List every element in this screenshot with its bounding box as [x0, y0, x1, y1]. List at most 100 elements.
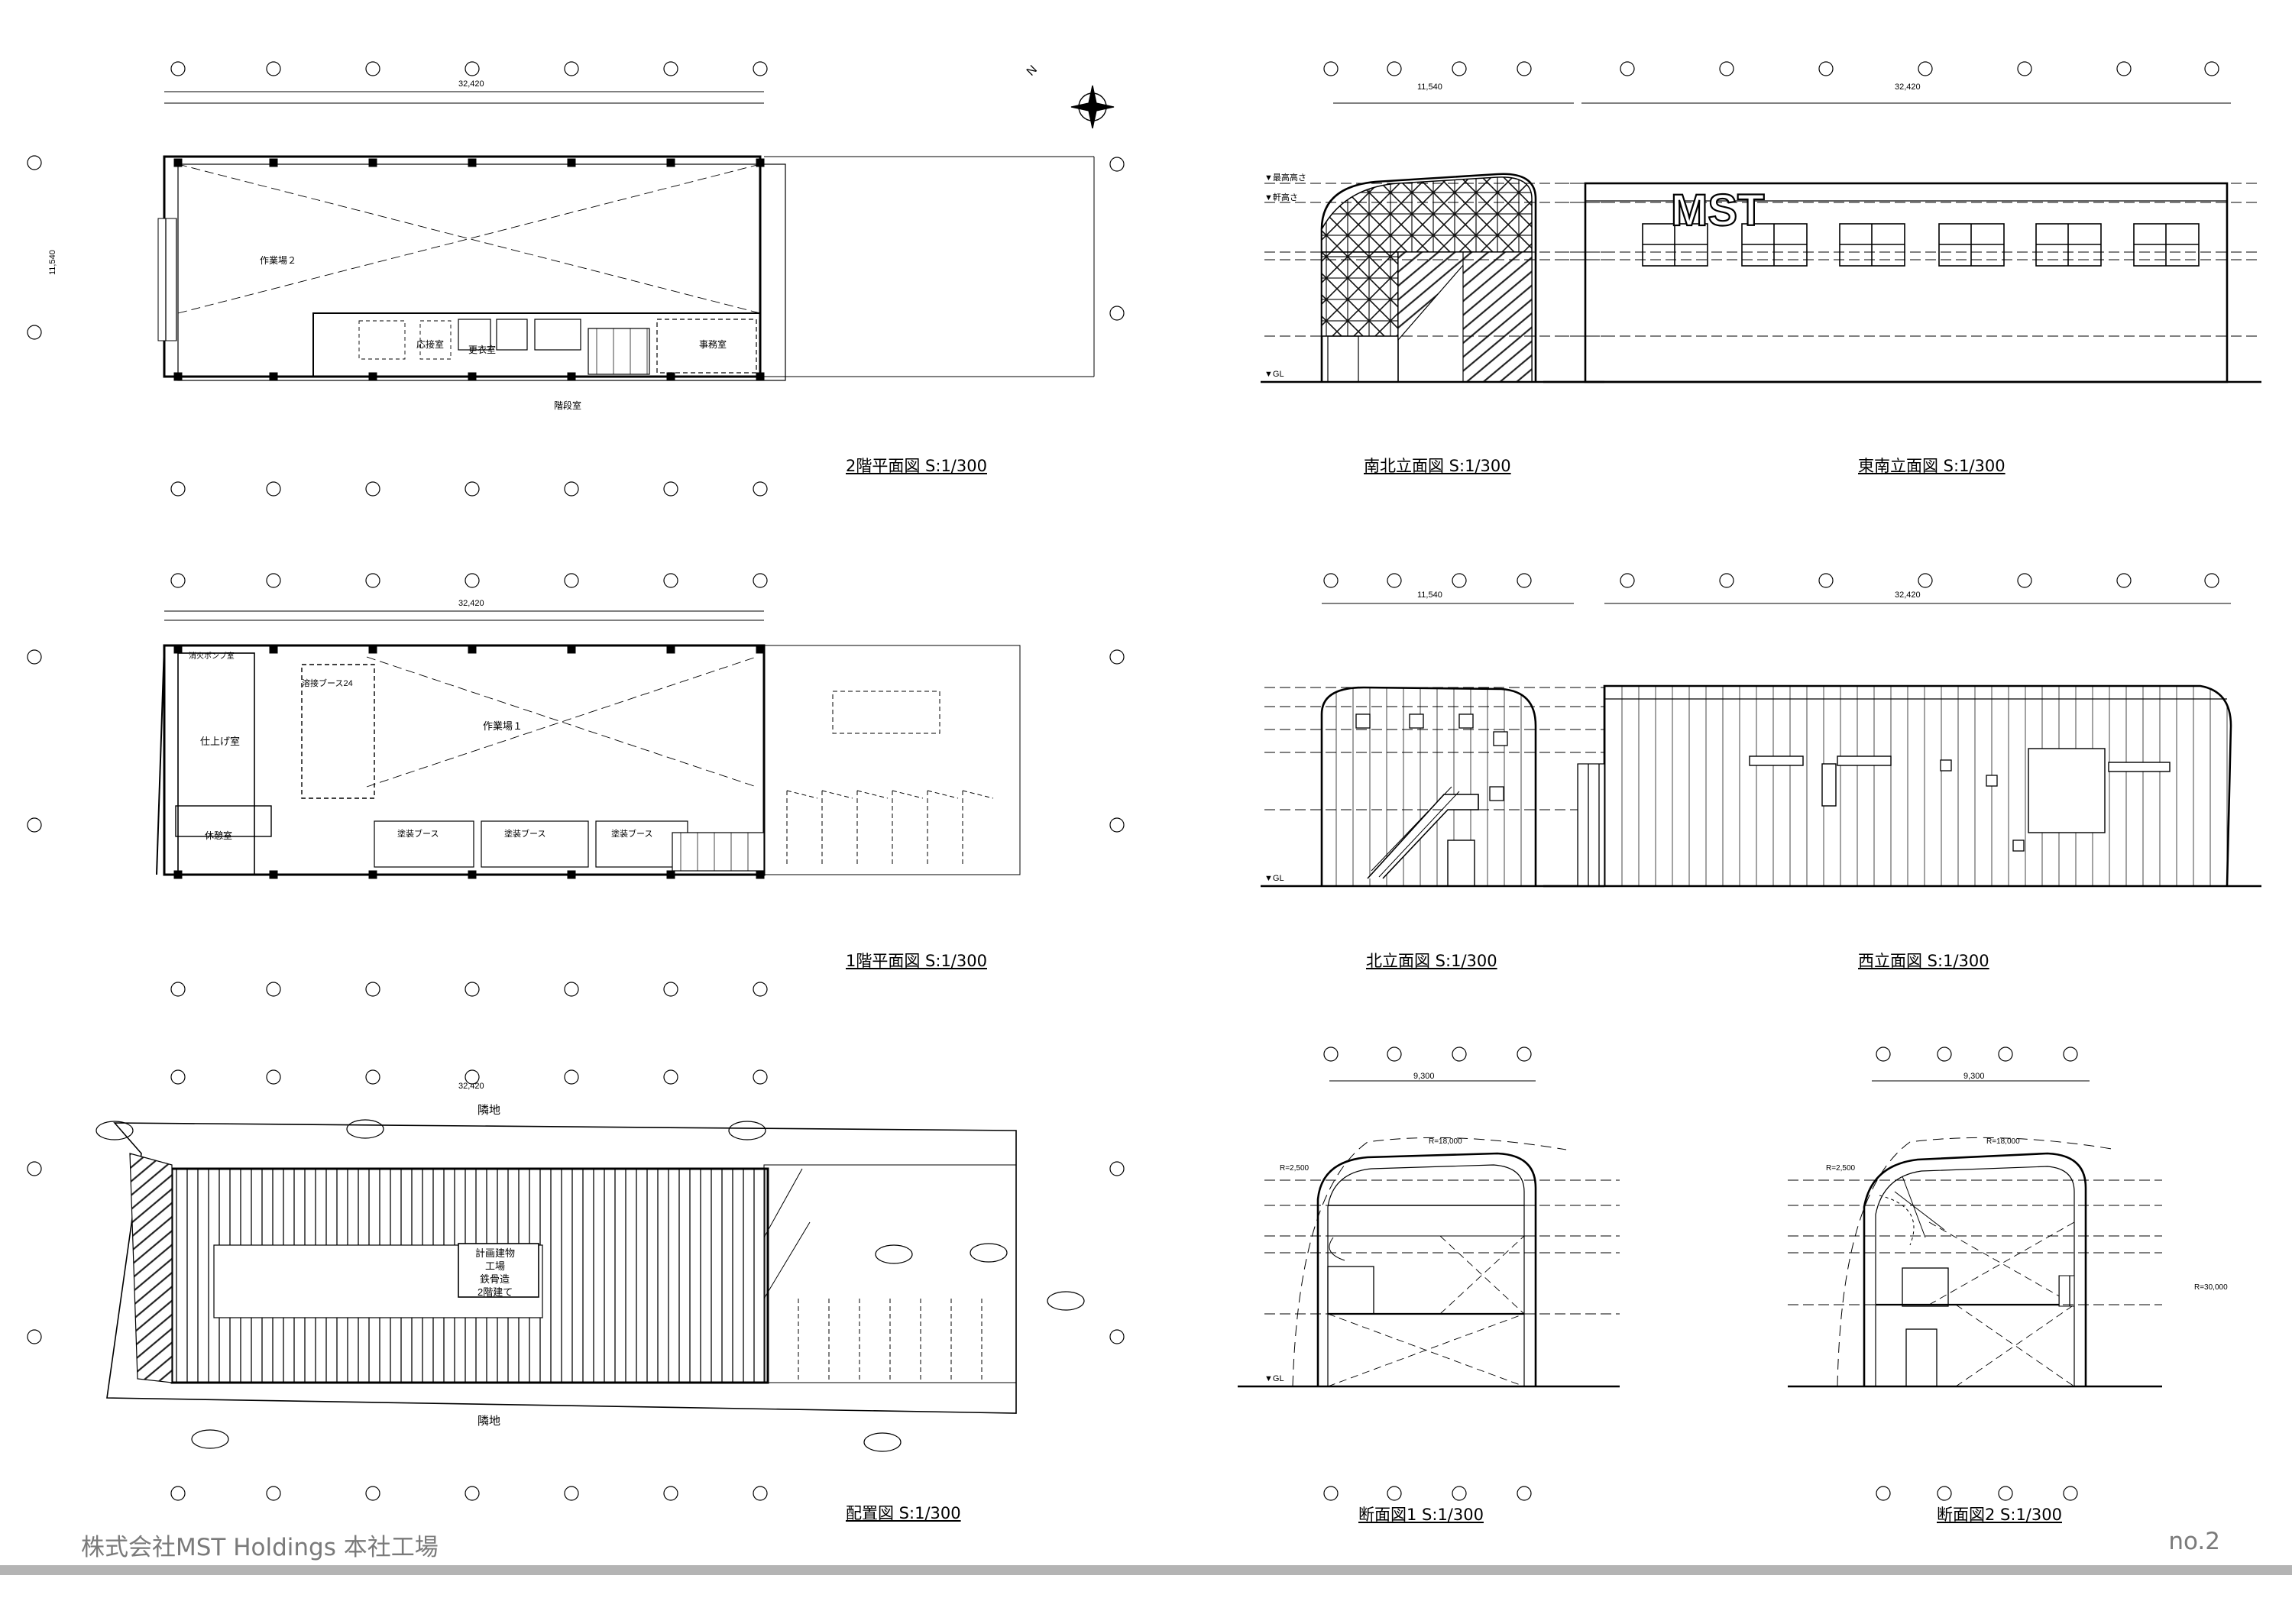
- grid-axis-bubble: [2017, 61, 2032, 76]
- grid-axis-bubble: [27, 155, 42, 170]
- grid-axis-bubble: [564, 1069, 579, 1085]
- parking-stall: [892, 790, 924, 867]
- grid-axis-bubble: [564, 982, 579, 997]
- grid-axis-bubble: [1109, 157, 1125, 172]
- grid-axis-bubble: [1452, 61, 1467, 76]
- grid-axis-bubble: [170, 481, 186, 497]
- structural-column: [269, 645, 278, 654]
- structural-column: [468, 158, 477, 167]
- grid-axis-bubble: [365, 573, 380, 588]
- grid-axis-bubble: [753, 982, 768, 997]
- structural-column: [269, 158, 278, 167]
- building-sign-text: MST: [1671, 186, 1764, 235]
- grid-axis-bubble: [753, 573, 768, 588]
- grid-axis-bubble: [1452, 1047, 1467, 1062]
- grid-axis-bubble: [1937, 1486, 1952, 1501]
- parking-stall: [856, 790, 889, 867]
- grid-axis-bubble: [1109, 306, 1125, 321]
- grid-axis-bubble: [365, 481, 380, 497]
- grid-axis-bubble: [663, 481, 678, 497]
- title-section-2: 断面図2 S:1/300: [1937, 1506, 2062, 1524]
- grid-axis-bubble: [27, 1161, 42, 1176]
- gl-ns: ▼GL: [1264, 370, 1284, 379]
- dim-depth-n: 11,540: [1417, 590, 1442, 600]
- grid-axis-bubble: [365, 61, 380, 76]
- radius-small-s2: R=2,500: [1826, 1164, 1856, 1173]
- grid-axis-bubble: [1387, 1047, 1402, 1062]
- grid-axis-bubble: [266, 573, 281, 588]
- grid-axis-bubble: [170, 1486, 186, 1501]
- plan-2f: [157, 85, 1115, 381]
- title-elev-north: 北立面図 S:1/300: [1366, 952, 1497, 970]
- grid-axis-bubble: [1998, 1047, 2013, 1062]
- structural-column: [567, 158, 576, 167]
- title-elev-south-north: 南北立面図 S:1/300: [1364, 457, 1511, 475]
- grid-axis-bubble: [564, 573, 579, 588]
- neighbor-north: 隣地: [478, 1104, 500, 1117]
- grid-axis-bubble: [1818, 61, 1834, 76]
- grid-axis-bubble: [1109, 817, 1125, 833]
- structural-column: [666, 645, 675, 654]
- room-label-spray: 溶接ブース24: [302, 678, 353, 688]
- grid-axis-bubble: [753, 1486, 768, 1501]
- grid-axis-bubble: [1876, 1486, 1891, 1501]
- structural-column: [368, 645, 377, 654]
- room-label-stair: 階段室: [554, 400, 581, 411]
- structural-column: [468, 870, 477, 879]
- dim-total-1f: 32,420: [458, 599, 484, 608]
- dim-total-w: 32,420: [1895, 590, 1921, 600]
- grid-axis-bubble: [1387, 61, 1402, 76]
- room-label-booth-c: 塗装ブース: [611, 828, 652, 839]
- grid-axis-bubble: [365, 982, 380, 997]
- site-info-line-2: 工場: [485, 1260, 505, 1272]
- grid-axis-bubble: [1918, 61, 1933, 76]
- dim-total-site: 32,420: [458, 1082, 484, 1091]
- parking-stall: [962, 790, 994, 867]
- grid-axis-bubble: [1387, 1486, 1402, 1501]
- grid-axis-bubble: [465, 481, 480, 497]
- dim-depth-ns: 11,540: [1417, 82, 1442, 92]
- plan-1f: [156, 610, 1021, 879]
- title-plan-2f: 2階平面図 S:1/300: [846, 457, 987, 475]
- title-site-plan: 配置図 S:1/300: [846, 1504, 961, 1522]
- grid-axis-bubble: [27, 325, 42, 340]
- grid-axis-bubble: [170, 61, 186, 76]
- grid-axis-bubble: [1109, 649, 1125, 665]
- grid-axis-bubble: [1323, 1486, 1339, 1501]
- grid-axis-bubble: [266, 481, 281, 497]
- site-info-box: 計画建物 工場 鉄骨造 2階建て: [475, 1247, 515, 1298]
- room-label-locker: 更衣室: [468, 344, 496, 355]
- grid-axis-bubble: [1452, 573, 1467, 588]
- grid-axis-bubble: [2017, 573, 2032, 588]
- elevation-south-north: [1261, 102, 1604, 383]
- room-label-booth-b: 塗装ブース: [504, 828, 545, 839]
- grid-axis-bubble: [753, 61, 768, 76]
- site-info-line-1: 計画建物: [475, 1247, 515, 1259]
- grid-axis-bubble: [1323, 61, 1339, 76]
- structural-column: [567, 645, 576, 654]
- grid-axis-bubble: [1109, 1161, 1125, 1176]
- grid-axis-bubble: [27, 817, 42, 833]
- structural-column: [173, 372, 183, 381]
- grid-axis-bubble: [365, 1486, 380, 1501]
- elevation-south-east: [1543, 102, 2261, 383]
- section-2: [1788, 1080, 2162, 1388]
- project-name: 株式会社MST Holdings 本社工場: [81, 1534, 439, 1561]
- radius-small-s1: R=2,500: [1280, 1164, 1309, 1173]
- grid-axis-bubble: [1387, 573, 1402, 588]
- grid-axis-bubble: [266, 1069, 281, 1085]
- grid-axis-bubble: [2204, 573, 2219, 588]
- dim-depth-2f: 11,540: [48, 250, 57, 275]
- grid-axis-bubble: [1323, 1047, 1339, 1062]
- grid-axis-bubble: [663, 1069, 678, 1085]
- structural-column: [666, 158, 675, 167]
- grid-axis-bubble: [170, 1069, 186, 1085]
- structural-column: [468, 645, 477, 654]
- grid-axis-bubble: [1517, 1486, 1532, 1501]
- grid-axis-bubble: [564, 1486, 579, 1501]
- structural-column: [756, 158, 765, 167]
- dim-total-se: 32,420: [1895, 82, 1921, 92]
- room-label-office: 事務室: [699, 338, 727, 350]
- parking-stall: [821, 790, 853, 867]
